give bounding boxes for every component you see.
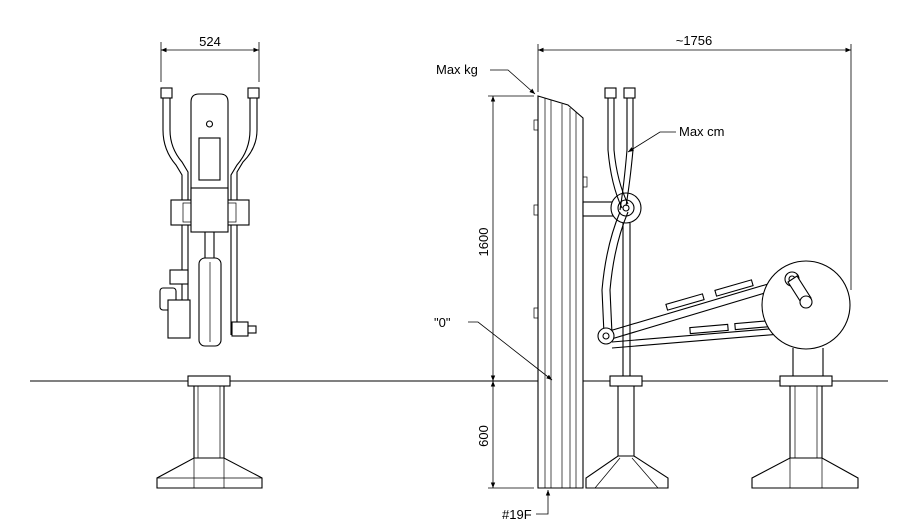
side-flywheel-post <box>751 348 859 489</box>
dim-height-text: 1600 <box>476 228 491 257</box>
label-zero-level-text: "0" <box>434 315 451 330</box>
label-part-number-text: #19F <box>502 507 532 522</box>
side-handles <box>601 87 636 335</box>
label-zero-level: "0" <box>434 315 553 381</box>
label-max-cm: Max cm <box>627 124 725 153</box>
front-flywheel <box>159 257 257 347</box>
side-pivot-base <box>585 375 669 489</box>
front-post-top <box>170 93 250 233</box>
dimension-overall-length: ~1756 <box>537 33 852 290</box>
front-view <box>156 87 263 489</box>
side-main-post <box>533 95 588 489</box>
dimension-front-width: 524 <box>160 34 260 82</box>
label-max-cm-text: Max cm <box>679 124 725 139</box>
label-max-kg: Max kg <box>436 62 536 95</box>
dim-front-width-text: 524 <box>199 34 221 49</box>
dimension-depth: 600 <box>476 381 534 489</box>
side-flywheel <box>761 260 851 350</box>
dimension-height: 1600 <box>476 95 534 381</box>
label-part-number: #19F <box>502 490 551 522</box>
dim-overall-length-text: ~1756 <box>676 33 713 48</box>
side-pivot <box>582 192 642 224</box>
front-handles <box>160 87 260 335</box>
side-view <box>533 87 859 489</box>
front-lower-post <box>187 375 231 460</box>
label-max-kg-text: Max kg <box>436 62 478 77</box>
front-base <box>156 457 263 489</box>
dim-depth-text: 600 <box>476 425 491 447</box>
